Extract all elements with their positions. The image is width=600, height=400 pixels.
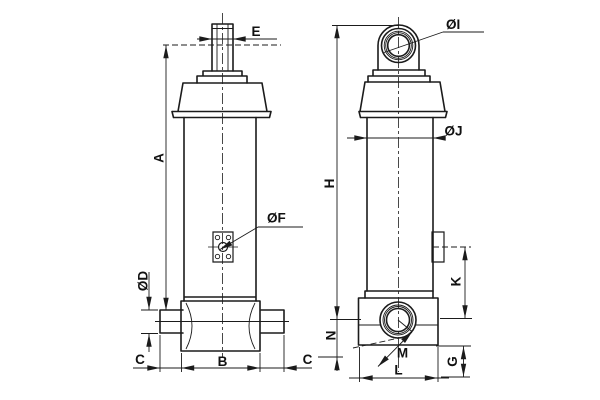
dim-label-l: L: [394, 363, 402, 378]
cylinder-cap-front: [171, 82, 272, 119]
dim-L: L: [349, 347, 449, 382]
dim-label-j: ØJ: [445, 124, 463, 139]
dim-J: ØJ: [347, 124, 463, 141]
flange-bolt-hole: [214, 253, 221, 260]
flange-plate: [212, 231, 234, 263]
flange-bolt-hole: [225, 253, 232, 260]
piston-rod-detail: [212, 24, 233, 71]
bottom-eye-radius-line: [397, 319, 413, 332]
extension-lines: [330, 25, 399, 320]
extension-lines: [436, 345, 471, 378]
eye-base-steps: [367, 69, 431, 83]
dim-label-h: H: [322, 179, 337, 189]
eye-hole: [386, 33, 411, 58]
eye-arch: [377, 24, 420, 71]
leader-line: [219, 226, 259, 250]
dim-G: G: [436, 345, 471, 378]
dim-D: ØD: [136, 271, 158, 352]
bottom-block: [357, 297, 439, 346]
extension-lines: [159, 335, 285, 372]
extension-lines: [359, 347, 439, 382]
dim-label-n: N: [324, 331, 339, 341]
dim-label-e: E: [251, 24, 260, 39]
dim-B-C: C B C: [133, 335, 313, 372]
trunnion-block: [180, 300, 261, 352]
flange-bolt-hole: [225, 234, 232, 241]
dim-label-d: ØD: [136, 271, 151, 292]
extension-lines: [141, 309, 158, 334]
dim-label-m: M: [397, 346, 408, 361]
piston-rod: [211, 23, 234, 72]
dim-label-a: A: [152, 153, 167, 163]
eye-outer-circle: [380, 27, 417, 64]
trunnion-block-arcs: [185, 302, 256, 350]
dim-label-i: ØI: [446, 17, 460, 32]
barrel-step: [364, 290, 434, 299]
rod-collar: [196, 70, 248, 84]
bottom-eye-hole: [385, 307, 411, 333]
flange-bolt-hole: [214, 234, 221, 241]
bottom-eye-block: [352, 297, 439, 349]
eye-ring-circle: [383, 30, 414, 61]
eye-ring-circle: [385, 32, 412, 59]
dim-label-g: G: [445, 356, 460, 367]
dimensions: E A ØD C B C ØF: [133, 17, 484, 382]
mounting-flange: [208, 231, 238, 263]
dim-label-c-right: C: [303, 352, 313, 367]
dim-label-c-left: C: [135, 352, 145, 367]
cylinder-barrel-side: [366, 116, 434, 292]
top-eye-mount: [367, 24, 431, 83]
dim-label-k: K: [449, 276, 464, 286]
leader-line: [383, 31, 484, 53]
dim-M: M: [377, 331, 413, 367]
dim-K: K: [440, 247, 472, 319]
dim-A: A: [152, 45, 169, 311]
dim-I: ØI: [383, 17, 484, 53]
dim-label-f: ØF: [267, 211, 286, 226]
cylinder-barrel-front: [183, 116, 257, 302]
front-view: [155, 13, 289, 358]
dim-E: E: [163, 24, 281, 46]
port-boss: [431, 231, 445, 263]
dim-label-b: B: [218, 354, 228, 369]
dim-F: ØF: [219, 211, 303, 250]
dim-H: H: [322, 25, 399, 320]
cylinder-cap-side: [358, 81, 448, 119]
dim-N: N: [318, 319, 343, 371]
dim-line: [377, 331, 413, 367]
